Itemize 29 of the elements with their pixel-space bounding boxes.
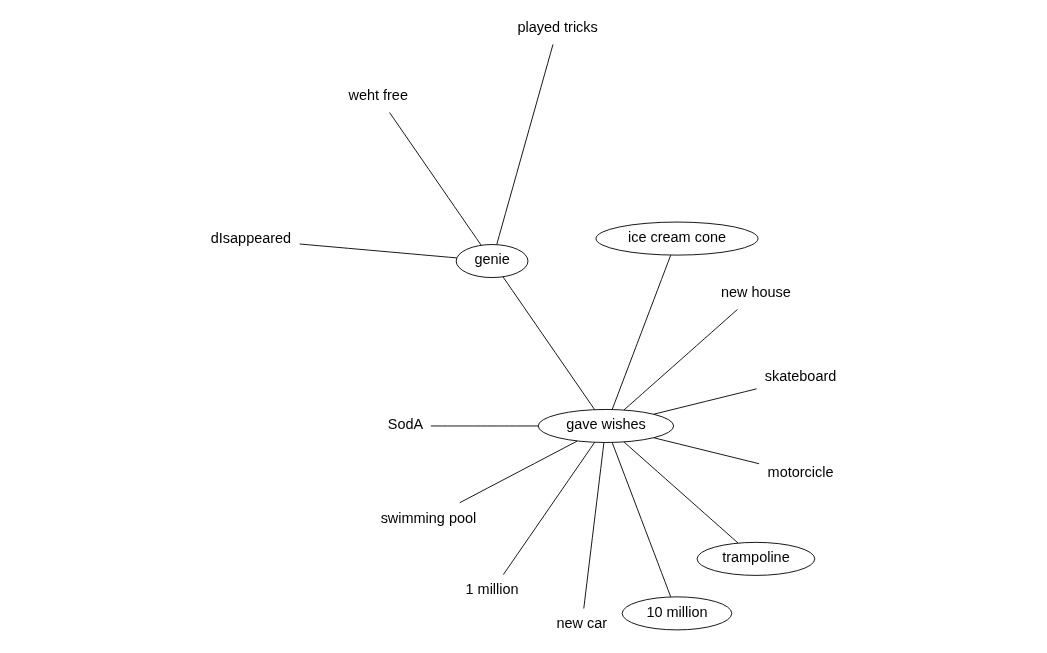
connector [496,43,554,245]
node-text: 1 million [465,581,519,598]
node-text: motorcicle [767,464,834,481]
node-ellipse: 10 million [621,596,733,631]
connector [502,441,596,576]
connector [623,441,739,544]
connector [623,308,738,411]
node-text: new car [556,615,608,632]
connector [299,243,458,259]
connector [389,112,482,246]
node-text: skateboard [764,368,837,385]
node-text: played tricks [517,18,598,35]
node-text: dIsappeared [210,230,292,247]
connector [653,437,760,465]
connector [583,442,605,609]
connector [611,254,672,410]
node-text: new house [720,283,791,300]
connector [459,440,578,504]
node-ellipse: gave wishes [537,409,675,443]
connector [430,425,539,427]
node-ellipse: ice cream cone [595,221,759,256]
connector [502,276,596,410]
node-ellipse: genie [455,244,529,278]
connector [611,442,672,598]
node-text: SodA [387,416,424,433]
connector [653,388,757,415]
node-text: swimming pool [380,509,477,526]
node-ellipse: trampoline [696,541,816,576]
node-text: weht free [348,86,408,103]
